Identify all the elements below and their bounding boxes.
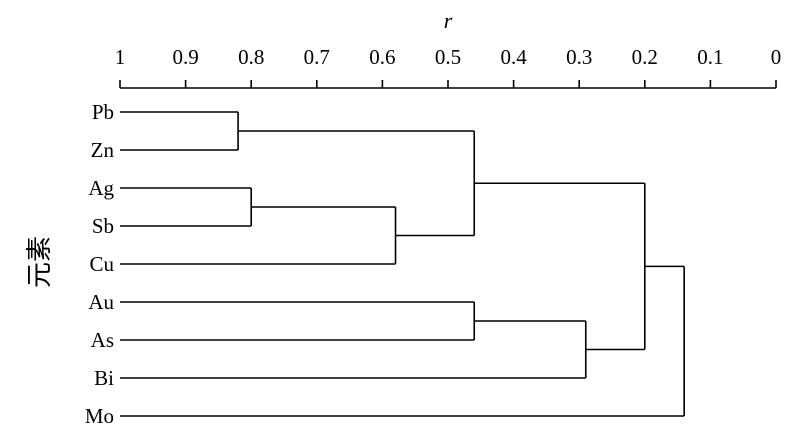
leaf-label-sb: Sb bbox=[92, 214, 114, 238]
leaf-label-cu: Cu bbox=[89, 252, 114, 276]
leaf-label-mo: Mo bbox=[85, 404, 114, 428]
x-axis-title: r bbox=[444, 8, 453, 33]
x-tick-label: 0.4 bbox=[500, 45, 527, 69]
x-tick-label: 0.8 bbox=[238, 45, 264, 69]
x-tick-label: 0.6 bbox=[369, 45, 395, 69]
y-axis-title: 元素 bbox=[25, 236, 54, 288]
x-tick-label: 1 bbox=[115, 45, 126, 69]
x-tick-label: 0.7 bbox=[304, 45, 330, 69]
x-tick-label: 0 bbox=[771, 45, 782, 69]
x-tick-label: 0.9 bbox=[172, 45, 198, 69]
x-axis-ticks: 1 0.9 0.8 0.7 0.6 0.5 0.4 0.3 0.2 0.1 0 bbox=[115, 45, 782, 88]
x-tick-label: 0.3 bbox=[566, 45, 592, 69]
leaf-label-bi: Bi bbox=[94, 366, 114, 390]
dendrogram-links bbox=[120, 111, 685, 417]
leaf-label-as: As bbox=[91, 328, 114, 352]
leaf-label-au: Au bbox=[88, 290, 114, 314]
leaf-label-pb: Pb bbox=[92, 100, 114, 124]
x-tick-label: 0.1 bbox=[697, 45, 723, 69]
leaf-label-ag: Ag bbox=[88, 176, 114, 200]
x-tick-label: 0.5 bbox=[435, 45, 461, 69]
leaf-label-zn: Zn bbox=[91, 138, 115, 162]
x-tick-label: 0.2 bbox=[632, 45, 658, 69]
